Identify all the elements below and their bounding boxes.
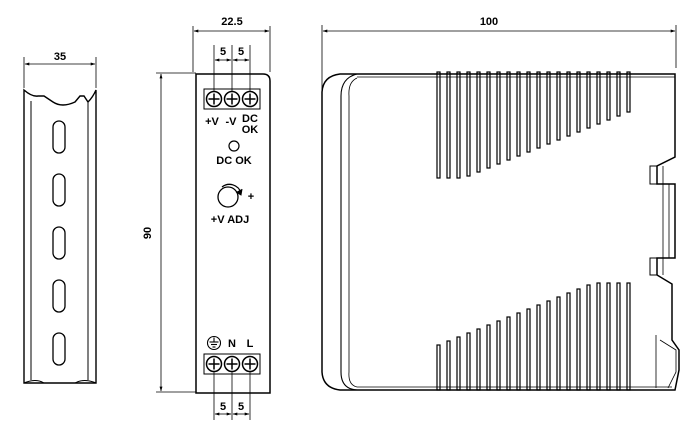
front-width-dimension: 22.5 bbox=[192, 16, 271, 72]
top-pitch-label: 5 bbox=[220, 46, 226, 58]
output-terminal-block bbox=[203, 88, 261, 110]
din-rail-view: 35 bbox=[23, 51, 97, 384]
rail-slot bbox=[52, 279, 66, 313]
screw-terminal-icon bbox=[205, 90, 223, 108]
side-view: 100 bbox=[321, 16, 680, 391]
dc-ok-label: DC OK bbox=[216, 155, 252, 167]
input-terminal-block bbox=[203, 353, 261, 375]
ventilation-slots-bottom bbox=[436, 282, 631, 391]
front-view: 22.5 90 5 5 bbox=[142, 16, 271, 420]
side-housing bbox=[321, 73, 680, 391]
bottom-pitch-label: 5 bbox=[238, 401, 244, 413]
front-width-label: 22.5 bbox=[221, 16, 242, 28]
terminal-label-n: N bbox=[228, 338, 236, 350]
bottom-pitch-label: 5 bbox=[220, 401, 226, 413]
rail-slot bbox=[52, 120, 66, 154]
screw-terminal-icon bbox=[223, 90, 241, 108]
ventilation-slots-top bbox=[436, 71, 631, 179]
side-width-dimension: 100 bbox=[321, 16, 677, 92]
screw-terminal-icon bbox=[241, 355, 259, 373]
rail-slot bbox=[52, 226, 66, 260]
adjust-plus-label: + bbox=[248, 191, 254, 203]
dc-ok-led-icon bbox=[228, 140, 240, 152]
rail-profile bbox=[23, 88, 97, 384]
voltage-adjust-label: +V ADJ bbox=[211, 214, 249, 226]
top-terminal-pitch-dimension: 5 5 bbox=[213, 45, 251, 95]
bottom-terminal-pitch-dimension: 5 5 bbox=[213, 372, 251, 420]
screw-terminal-icon bbox=[223, 355, 241, 373]
terminal-label-plus-v: +V bbox=[205, 116, 219, 128]
adjust-potentiometer-icon bbox=[217, 183, 243, 208]
terminal-label-minus-v: -V bbox=[226, 116, 238, 128]
rail-slots bbox=[52, 120, 66, 366]
front-height-label: 90 bbox=[142, 227, 154, 239]
front-height-dimension: 90 bbox=[142, 72, 196, 393]
protective-earth-icon bbox=[206, 335, 222, 351]
terminal-label-l: L bbox=[247, 338, 254, 350]
rail-slot bbox=[52, 173, 66, 207]
terminal-label-ok: OK bbox=[242, 124, 259, 136]
rail-slot bbox=[52, 332, 66, 366]
rail-width-dimension: 35 bbox=[23, 51, 97, 88]
screw-terminal-icon bbox=[241, 90, 259, 108]
front-housing bbox=[195, 73, 271, 394]
terminal-label-dc: DC bbox=[242, 113, 258, 125]
side-width-label: 100 bbox=[480, 16, 498, 28]
rail-width-label: 35 bbox=[54, 51, 66, 63]
top-pitch-label: 5 bbox=[238, 46, 244, 58]
screw-terminal-icon bbox=[205, 355, 223, 373]
